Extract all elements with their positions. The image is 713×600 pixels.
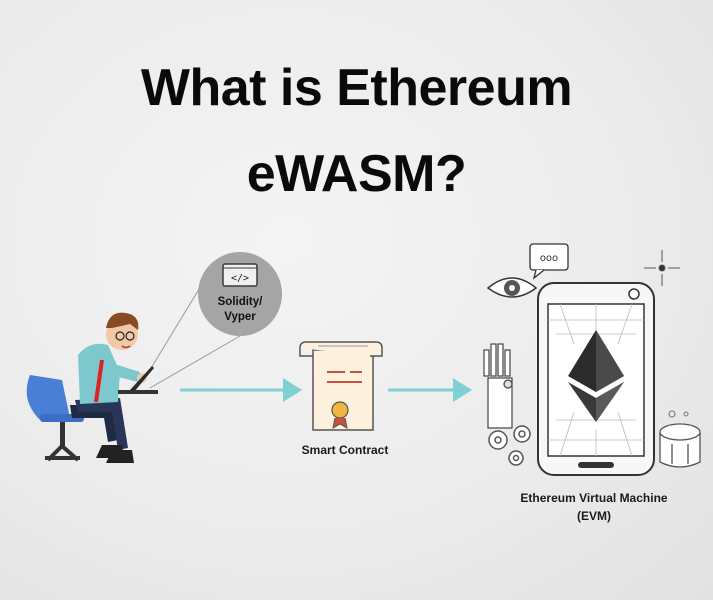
solidity-bubble: </> Solidity/ Vyper xyxy=(198,252,282,336)
dots-decoration-icon xyxy=(668,410,689,418)
chat-bubble-icon: ooo xyxy=(529,243,569,280)
evm-phone-illustration xyxy=(537,282,655,476)
eye-icon xyxy=(486,277,538,298)
bubble-label-line-2: Vyper xyxy=(224,311,256,323)
leg-front xyxy=(75,398,128,450)
title-line-2: eWASM? xyxy=(246,145,467,203)
chair-stem xyxy=(60,422,65,446)
robot-hand-icon xyxy=(483,343,513,429)
camera-icon xyxy=(628,288,640,300)
title-line-1: What is Ethereum xyxy=(140,59,573,117)
code-glyph: </> xyxy=(231,273,249,284)
laptop-screen xyxy=(130,366,154,392)
arrow-developer-to-contract xyxy=(180,378,302,402)
gears-icon xyxy=(488,425,531,466)
smart-contract-scroll-icon xyxy=(299,341,383,431)
code-monitor-icon xyxy=(222,263,258,287)
chair-back xyxy=(26,375,71,420)
chair-base xyxy=(45,444,80,462)
laptop-base xyxy=(118,390,158,394)
arm xyxy=(106,362,140,382)
bubble-label-line-1: Solidity/ xyxy=(218,296,264,308)
chat-glyph: ooo xyxy=(540,253,558,264)
bubble-connector-lower xyxy=(149,335,241,389)
evm-label-line-1: Ethereum Virtual Machine xyxy=(520,491,667,505)
hair xyxy=(106,312,139,330)
developer-illustration xyxy=(26,312,158,463)
ethereum-logo-icon xyxy=(568,330,624,422)
seal-ribbon xyxy=(332,417,348,429)
bubble-connector-upper xyxy=(144,275,208,379)
tie xyxy=(94,359,104,403)
seal-badge xyxy=(331,401,349,419)
arrow-contract-to-evm xyxy=(388,378,472,402)
home-bar xyxy=(578,462,614,468)
mouth xyxy=(121,345,131,349)
target-icon xyxy=(644,250,680,286)
cylinder-icon xyxy=(659,423,701,468)
evm-label-line-2: (EVM) xyxy=(577,509,611,523)
shoe-front xyxy=(106,450,134,463)
smart-contract-label: Smart Contract xyxy=(302,443,389,457)
glasses xyxy=(115,331,125,341)
leg-back xyxy=(70,405,118,442)
